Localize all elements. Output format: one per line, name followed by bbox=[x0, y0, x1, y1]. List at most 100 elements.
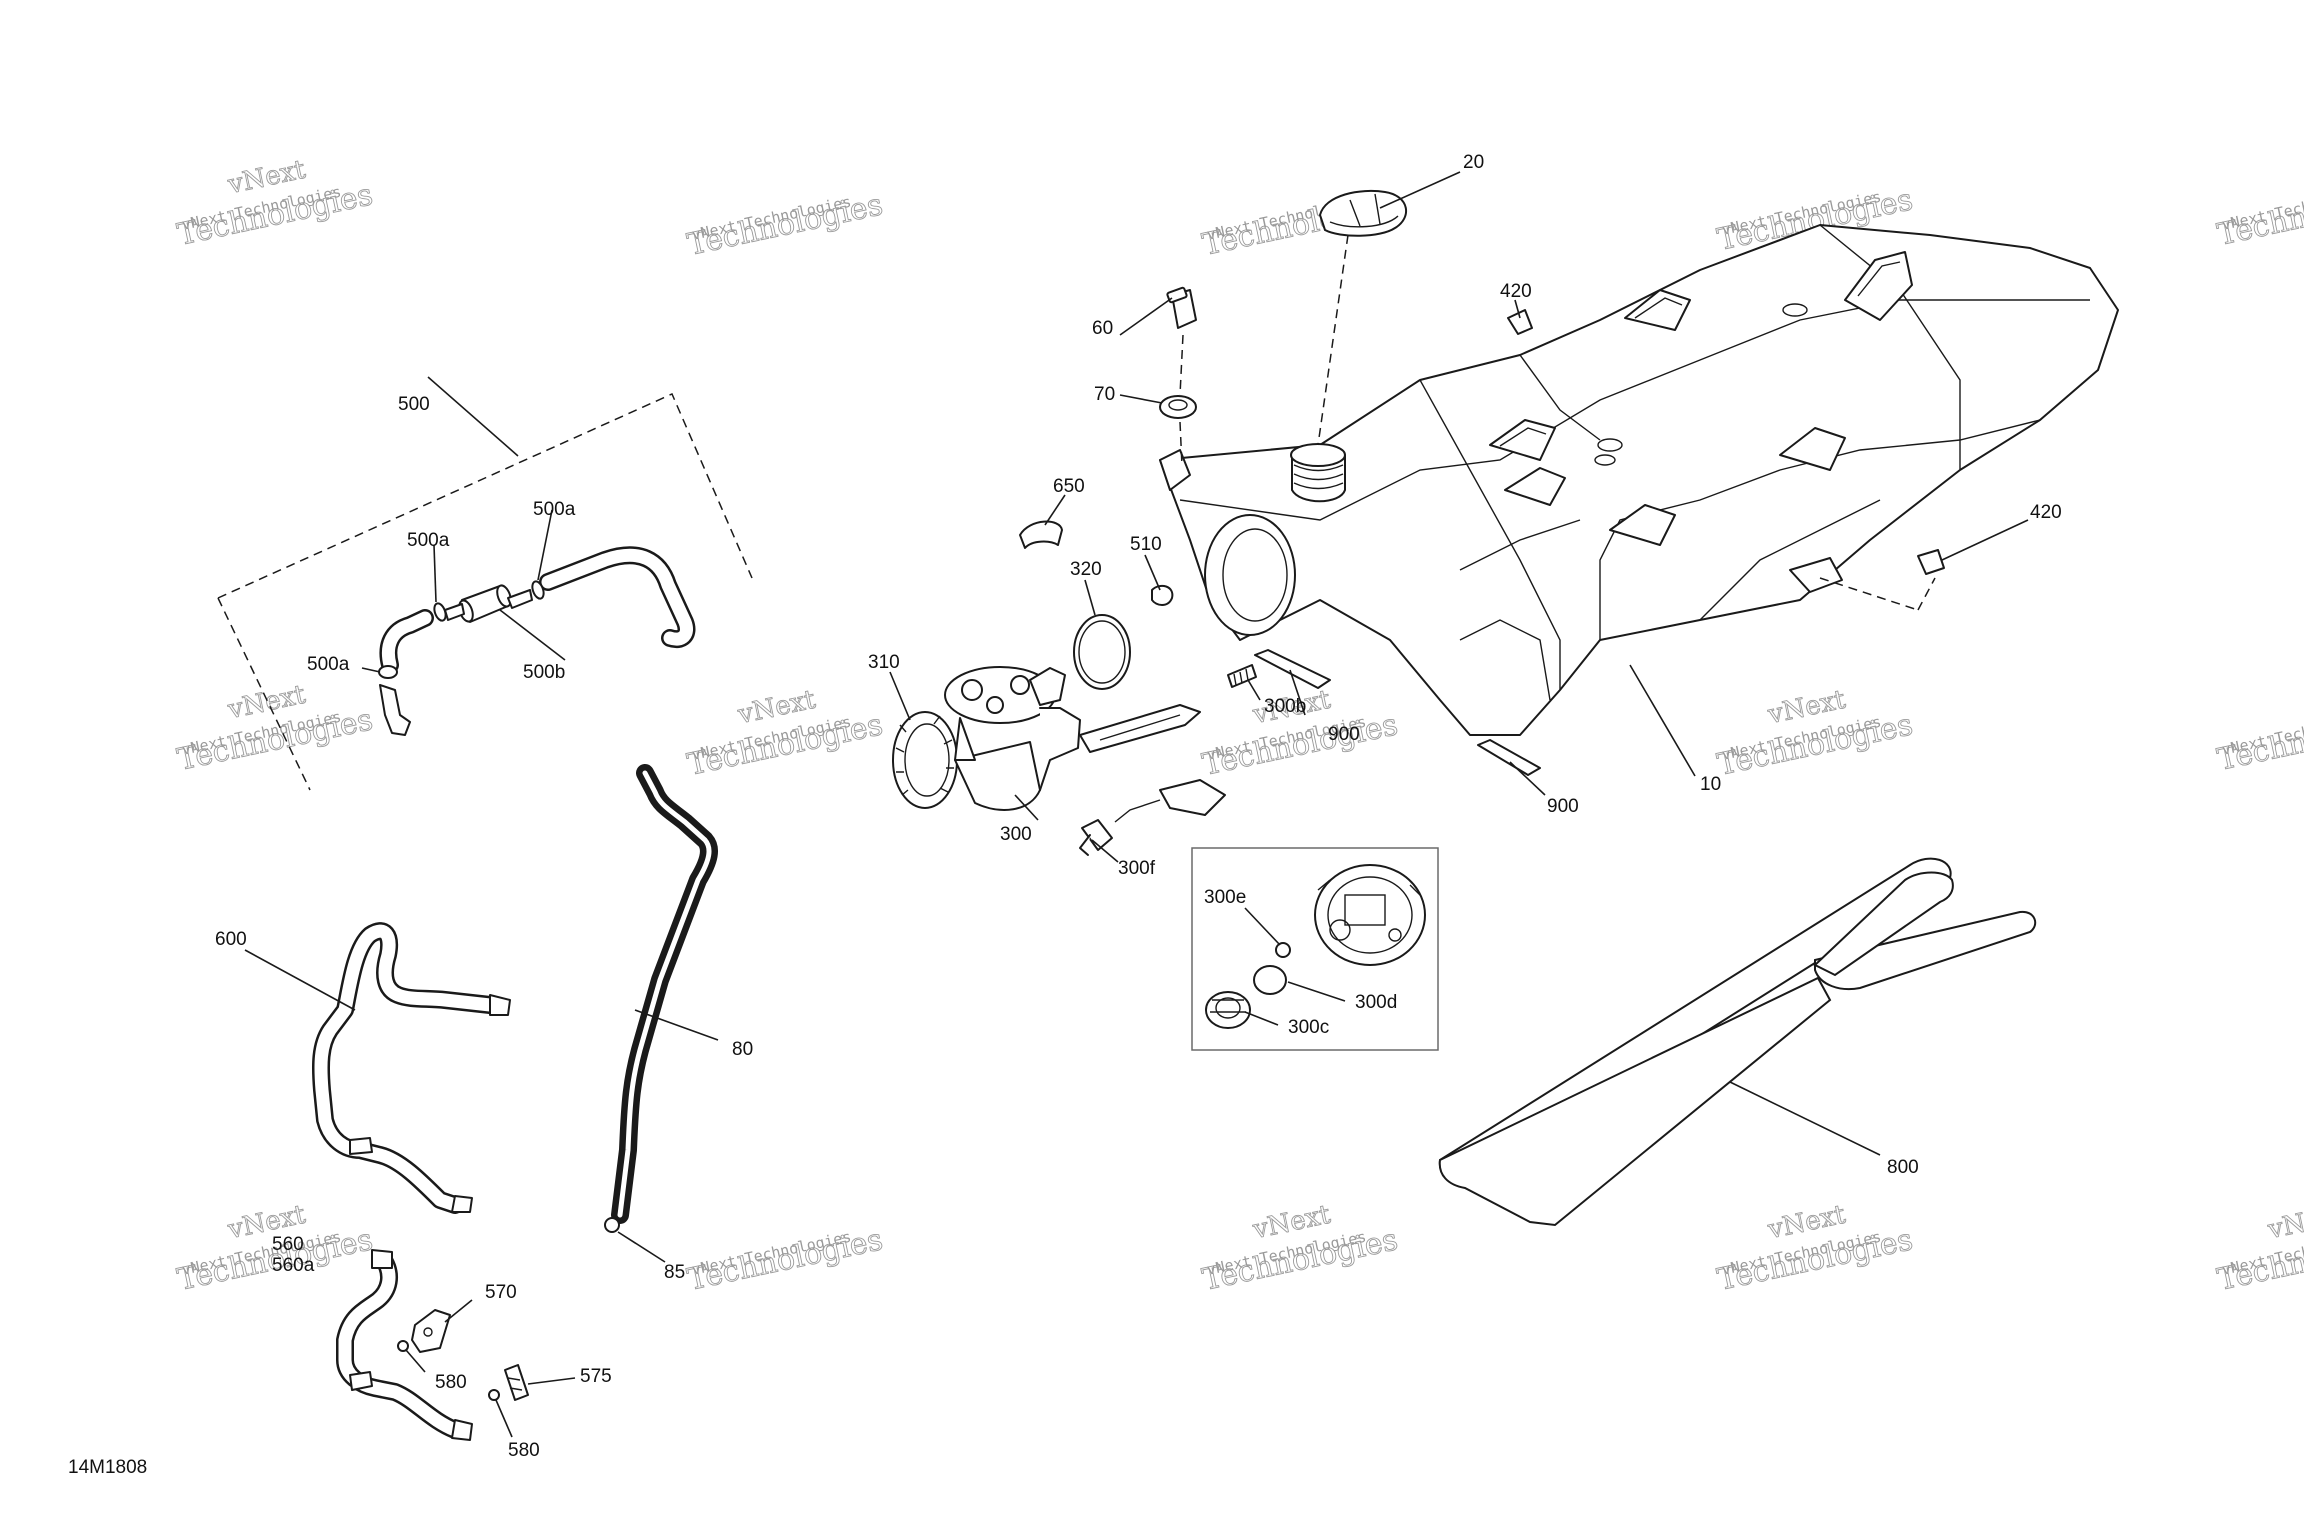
callout-500b: 500b bbox=[523, 662, 565, 683]
watermark: Technologies vNext vNext Technologies bbox=[1199, 1199, 1401, 1298]
tank-handle bbox=[1844, 251, 1913, 321]
callout-580: 580 bbox=[508, 1440, 540, 1461]
vent-hose-right[interactable] bbox=[539, 546, 696, 649]
hose-clamp[interactable] bbox=[1019, 520, 1063, 549]
watermark: Technologies vNext vNext Technologies bbox=[1714, 684, 1916, 783]
callout-310: 310 bbox=[868, 652, 900, 673]
bumper-alignment-dash bbox=[1819, 577, 1919, 611]
watermark: Technologies vNext vNext Technologies bbox=[174, 154, 376, 253]
grommet-alignment-dash bbox=[1179, 421, 1183, 467]
leader-lines bbox=[244, 171, 2029, 1438]
tank-handle bbox=[1779, 427, 1846, 471]
tank-handle bbox=[1489, 419, 1556, 461]
callout-320: 320 bbox=[1070, 559, 1102, 580]
tank-pump-opening bbox=[1204, 514, 1296, 636]
watermark: Technologies vNext vNext Technologies bbox=[2214, 1199, 2304, 1298]
callout-80: 80 bbox=[732, 1039, 753, 1060]
svg-text:vNext: vNext bbox=[2265, 1200, 2304, 1246]
watermark: Technologies vNext Technologies bbox=[2214, 177, 2304, 253]
vent-hose-left[interactable] bbox=[379, 609, 434, 674]
vent-valve[interactable] bbox=[1166, 286, 1197, 329]
fuel-pump-module[interactable] bbox=[944, 666, 1201, 811]
tank-filler-neck bbox=[1290, 443, 1346, 503]
callout-300d: 300d bbox=[1355, 992, 1397, 1013]
foam-pad-lower[interactable] bbox=[1477, 739, 1541, 776]
foam-pad-upper[interactable] bbox=[1254, 649, 1331, 689]
o-ring[interactable] bbox=[1253, 965, 1287, 995]
fuel-hose-560[interactable] bbox=[336, 1249, 473, 1441]
callout-300: 300 bbox=[1000, 824, 1032, 845]
tank-boss bbox=[1782, 303, 1808, 317]
callout-575: 575 bbox=[580, 1366, 612, 1387]
callout-70: 70 bbox=[1094, 384, 1115, 405]
vent-filter[interactable] bbox=[444, 584, 533, 624]
tank-handle bbox=[1504, 467, 1566, 506]
lock-ring[interactable] bbox=[892, 711, 958, 809]
callout-900: 900 bbox=[1328, 724, 1360, 745]
callout-560: 560 bbox=[272, 1234, 304, 1255]
small-o-ring[interactable] bbox=[1275, 942, 1291, 958]
vent-kit-group bbox=[217, 393, 753, 791]
callout-560a: 560a bbox=[272, 1255, 315, 1276]
bracket-screw-lower[interactable] bbox=[488, 1389, 500, 1401]
callout-20: 20 bbox=[1463, 152, 1484, 173]
watermark: Technologies vNext Technologies bbox=[684, 187, 886, 263]
watermark: Technologies vNext vNext Technologies bbox=[174, 679, 376, 778]
fuel-tank[interactable] bbox=[1159, 224, 2119, 736]
vent-clip-lower[interactable] bbox=[378, 665, 398, 679]
callout-600: 600 bbox=[215, 929, 247, 950]
tank-front-lip bbox=[1159, 449, 1191, 491]
rubber-bumper-upper[interactable] bbox=[1507, 309, 1533, 335]
fuel-hose-600[interactable] bbox=[312, 922, 511, 1214]
callout-10: 10 bbox=[1700, 774, 1721, 795]
callout-570: 570 bbox=[485, 1282, 517, 1303]
tank-handle bbox=[1609, 504, 1676, 546]
tank-handle bbox=[1624, 289, 1691, 331]
pump-screw[interactable] bbox=[1227, 664, 1257, 688]
callout-500a: 500a bbox=[533, 499, 576, 520]
callout-900: 900 bbox=[1547, 796, 1579, 817]
callout-85: 85 bbox=[664, 1262, 685, 1283]
callout-500a: 500a bbox=[307, 654, 350, 675]
drawing-code: 14M1808 bbox=[68, 1457, 147, 1478]
valve-alignment-dash bbox=[1179, 334, 1184, 396]
retaining-clip[interactable] bbox=[1151, 584, 1174, 606]
watermark: Technologies vNext vNext Technologies bbox=[1714, 1199, 1916, 1298]
vent-kit-outline bbox=[217, 393, 753, 599]
hose-bracket-570[interactable] bbox=[411, 1309, 451, 1353]
callout-650: 650 bbox=[1053, 476, 1085, 497]
vent-line-80[interactable] bbox=[611, 764, 718, 1224]
cap-alignment-dash bbox=[1317, 234, 1349, 446]
callout-300b: 300b bbox=[1264, 696, 1306, 717]
vent-clip-mid[interactable] bbox=[432, 602, 448, 622]
fuel-level-sensor[interactable] bbox=[1079, 779, 1226, 856]
callout-510: 510 bbox=[1130, 534, 1162, 555]
callout-800: 800 bbox=[1887, 1157, 1919, 1178]
protective-mat[interactable] bbox=[1438, 857, 2037, 1227]
callout-300c: 300c bbox=[1288, 1017, 1329, 1038]
watermark: Technologies vNext Technologies bbox=[684, 1222, 886, 1298]
tank-boss bbox=[1597, 438, 1623, 452]
hose-bracket-575[interactable] bbox=[504, 1364, 529, 1401]
callout-300e: 300e bbox=[1204, 887, 1246, 908]
callout-500a: 500a bbox=[407, 530, 450, 551]
watermark: Technologies vNext Technologies bbox=[2214, 702, 2304, 778]
watermark: Technologies vNext vNext Technologies bbox=[684, 684, 886, 783]
bracket-screw-upper[interactable] bbox=[397, 1340, 409, 1352]
tank-mount-tab bbox=[1789, 557, 1843, 593]
vent-line-check-valve[interactable] bbox=[604, 1217, 620, 1233]
filler-cap[interactable] bbox=[1319, 189, 1408, 237]
grommet[interactable] bbox=[1159, 395, 1197, 419]
callout-420: 420 bbox=[2030, 502, 2062, 523]
pump-head-detail bbox=[1314, 864, 1426, 966]
rubber-bumper-right[interactable] bbox=[1917, 549, 1945, 575]
seal-ring[interactable] bbox=[1073, 614, 1131, 690]
vent-elbow-fitting[interactable] bbox=[379, 684, 411, 736]
pump-filter-cap[interactable] bbox=[1205, 991, 1251, 1029]
vent-clip-upper[interactable] bbox=[530, 580, 546, 600]
callout-labels: 20 420 420 60 70 650 510 320 310 300 300… bbox=[215, 152, 2062, 1461]
callout-420: 420 bbox=[1500, 281, 1532, 302]
pump-detail-inset bbox=[1191, 847, 1439, 1051]
callout-300f: 300f bbox=[1118, 858, 1156, 879]
